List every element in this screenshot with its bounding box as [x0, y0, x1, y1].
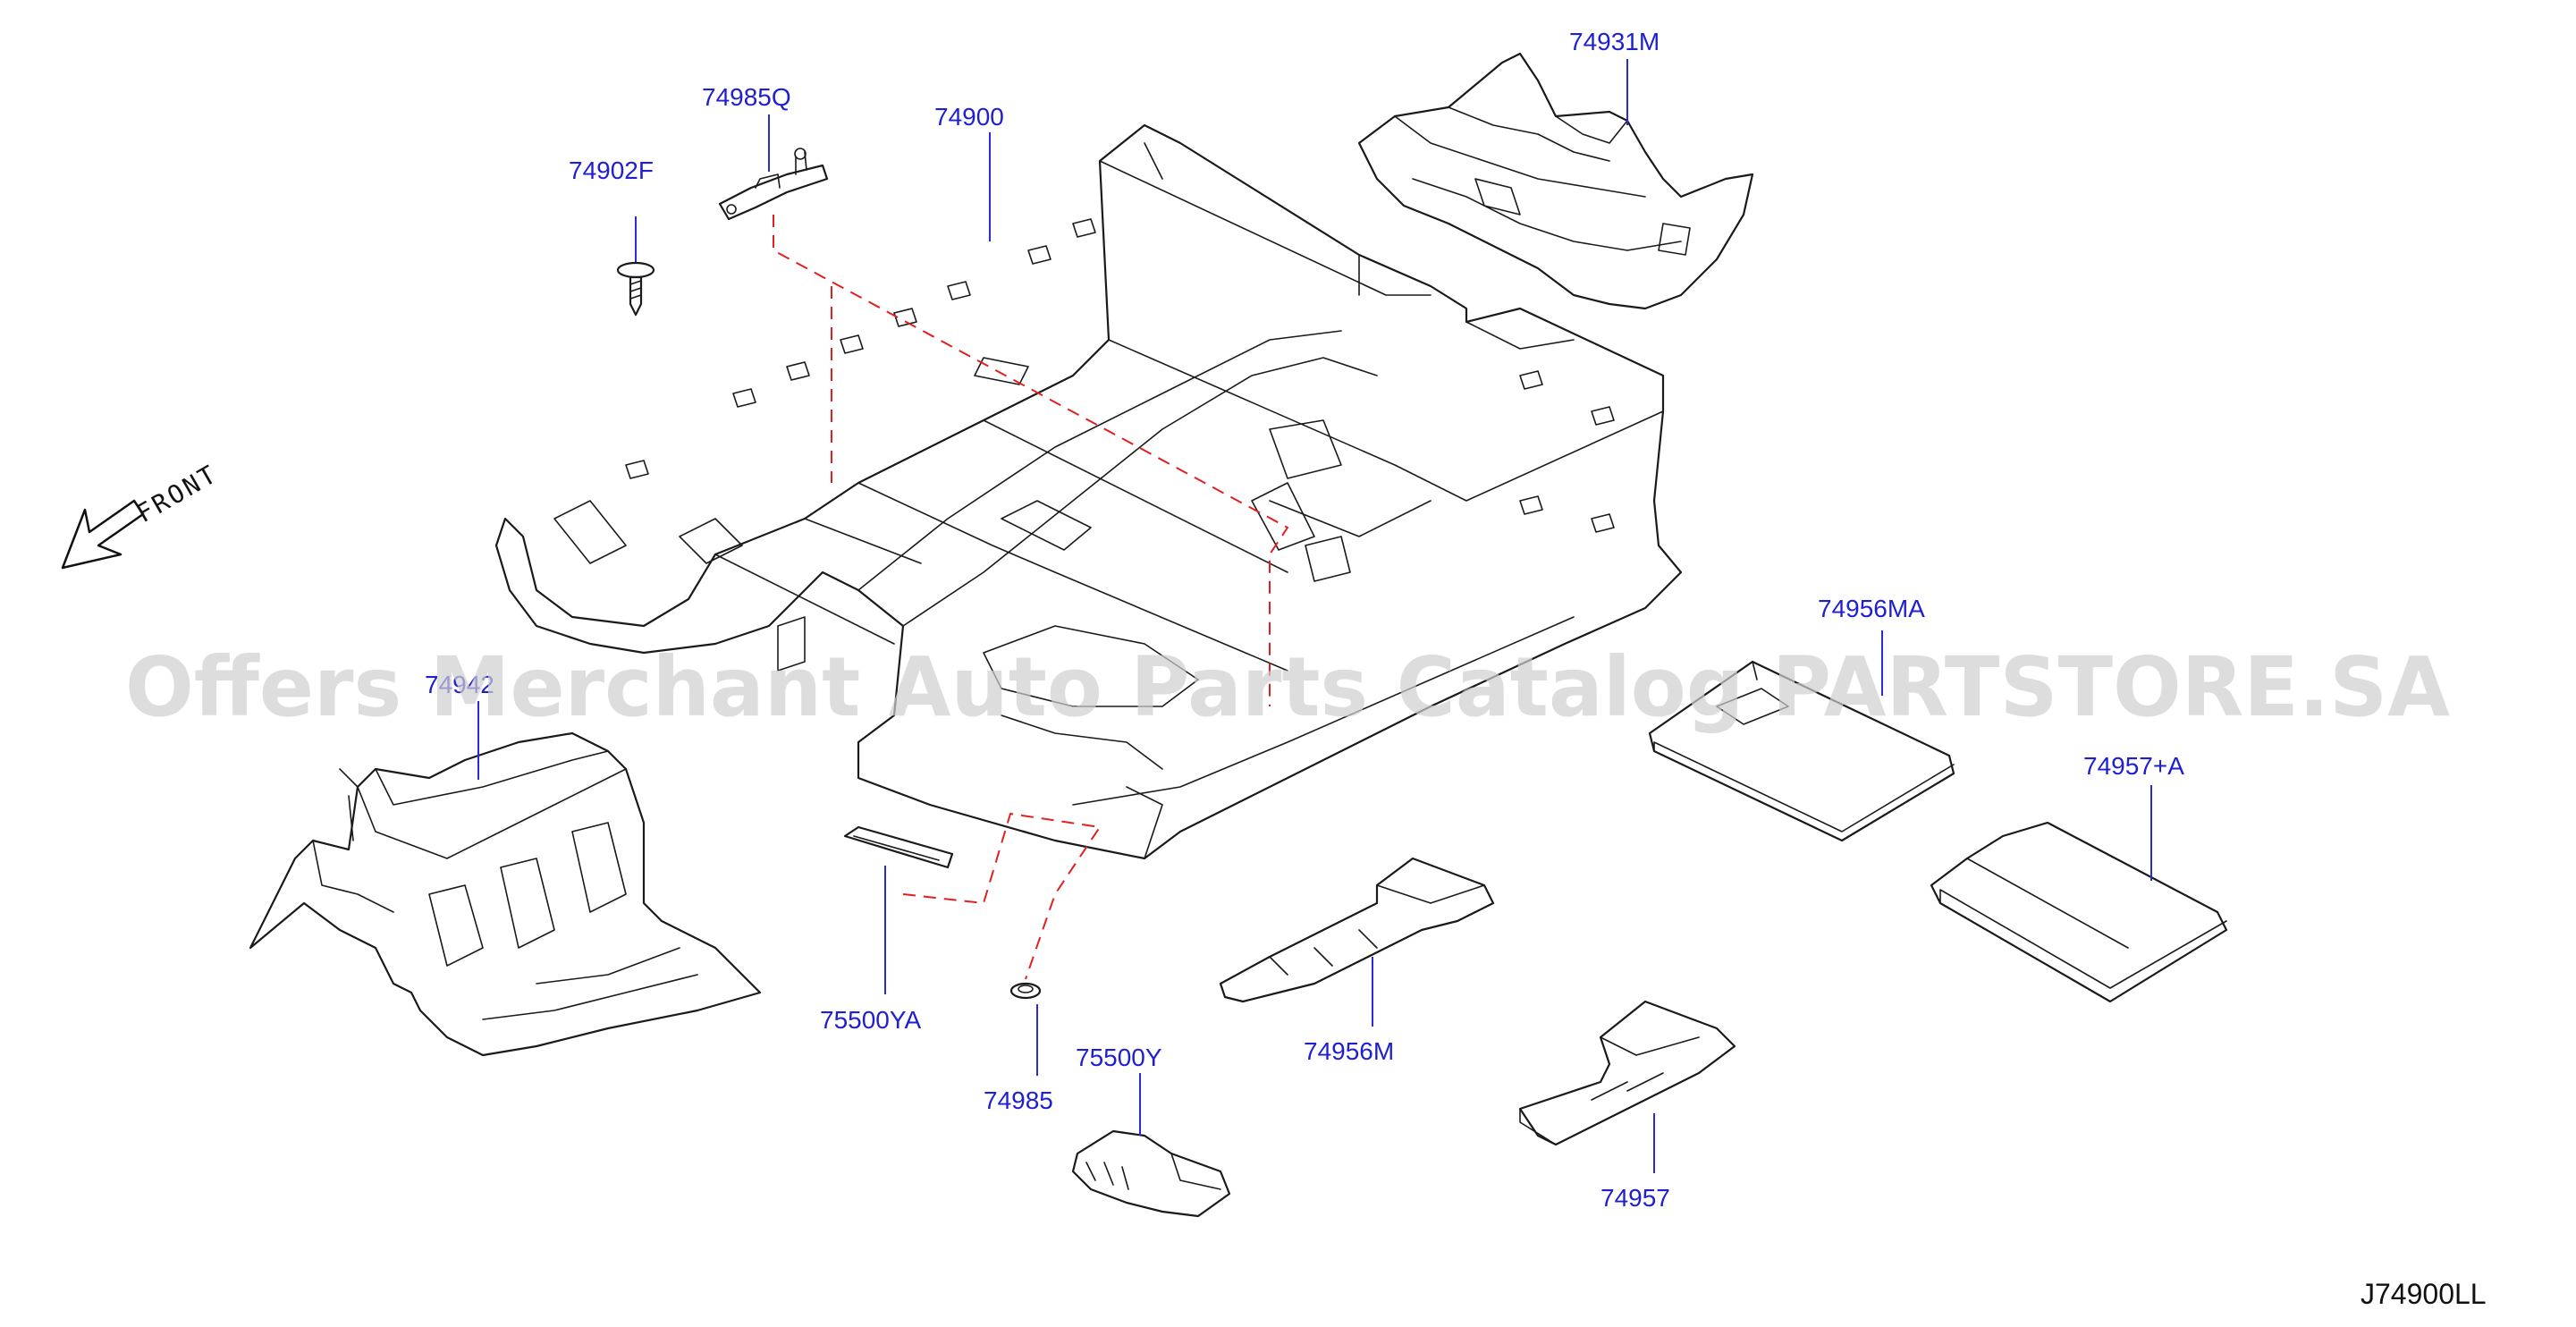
reference-lines — [773, 215, 1289, 980]
part-labels: 74985Q 74900 74931M 74902F 74942 74956MA… — [425, 28, 2184, 1212]
front-indicator: FRONT — [61, 459, 223, 570]
label-74957a[interactable]: 74957+A — [2083, 752, 2184, 780]
label-75500ya[interactable]: 75500YA — [820, 1006, 921, 1034]
screw-74902f[interactable] — [616, 261, 655, 317]
label-74931m[interactable]: 74931M — [1569, 28, 1660, 55]
diagram-code: J74900LL — [2361, 1278, 2487, 1310]
clip-74985q[interactable] — [718, 148, 829, 221]
label-74956ma[interactable]: 74956MA — [1818, 595, 1925, 622]
front-arrow-icon — [61, 499, 145, 570]
label-74985q[interactable]: 74985Q — [702, 83, 791, 111]
watermark: Offers Merchant Auto Parts Catalog PARTS… — [125, 639, 2450, 735]
spacer-74956m[interactable] — [1219, 857, 1495, 1003]
label-74956m[interactable]: 74956M — [1304, 1037, 1394, 1065]
front-label: FRONT — [131, 459, 223, 528]
label-74985[interactable]: 74985 — [984, 1086, 1053, 1114]
mat-74957a[interactable] — [1930, 821, 2228, 1003]
rear-insulator-74931m[interactable] — [1357, 52, 1754, 310]
label-75500y[interactable]: 75500Y — [1076, 1044, 1162, 1071]
label-74900[interactable]: 74900 — [934, 103, 1004, 131]
front-insulator-74942[interactable] — [249, 731, 762, 1057]
label-74902f[interactable]: 74902F — [569, 156, 654, 184]
block-75500y[interactable] — [1071, 1129, 1231, 1218]
grommet-74985[interactable] — [1009, 982, 1042, 1000]
spacer-74957[interactable] — [1518, 1000, 1736, 1146]
floor-carpet-74900[interactable] — [494, 123, 1683, 860]
leader-lines — [477, 59, 2152, 1173]
mat-74956ma[interactable] — [1648, 660, 1955, 842]
label-74957[interactable]: 74957 — [1600, 1184, 1670, 1212]
pad-75500ya[interactable] — [843, 825, 954, 869]
label-74942[interactable]: 74942 — [425, 671, 494, 698]
